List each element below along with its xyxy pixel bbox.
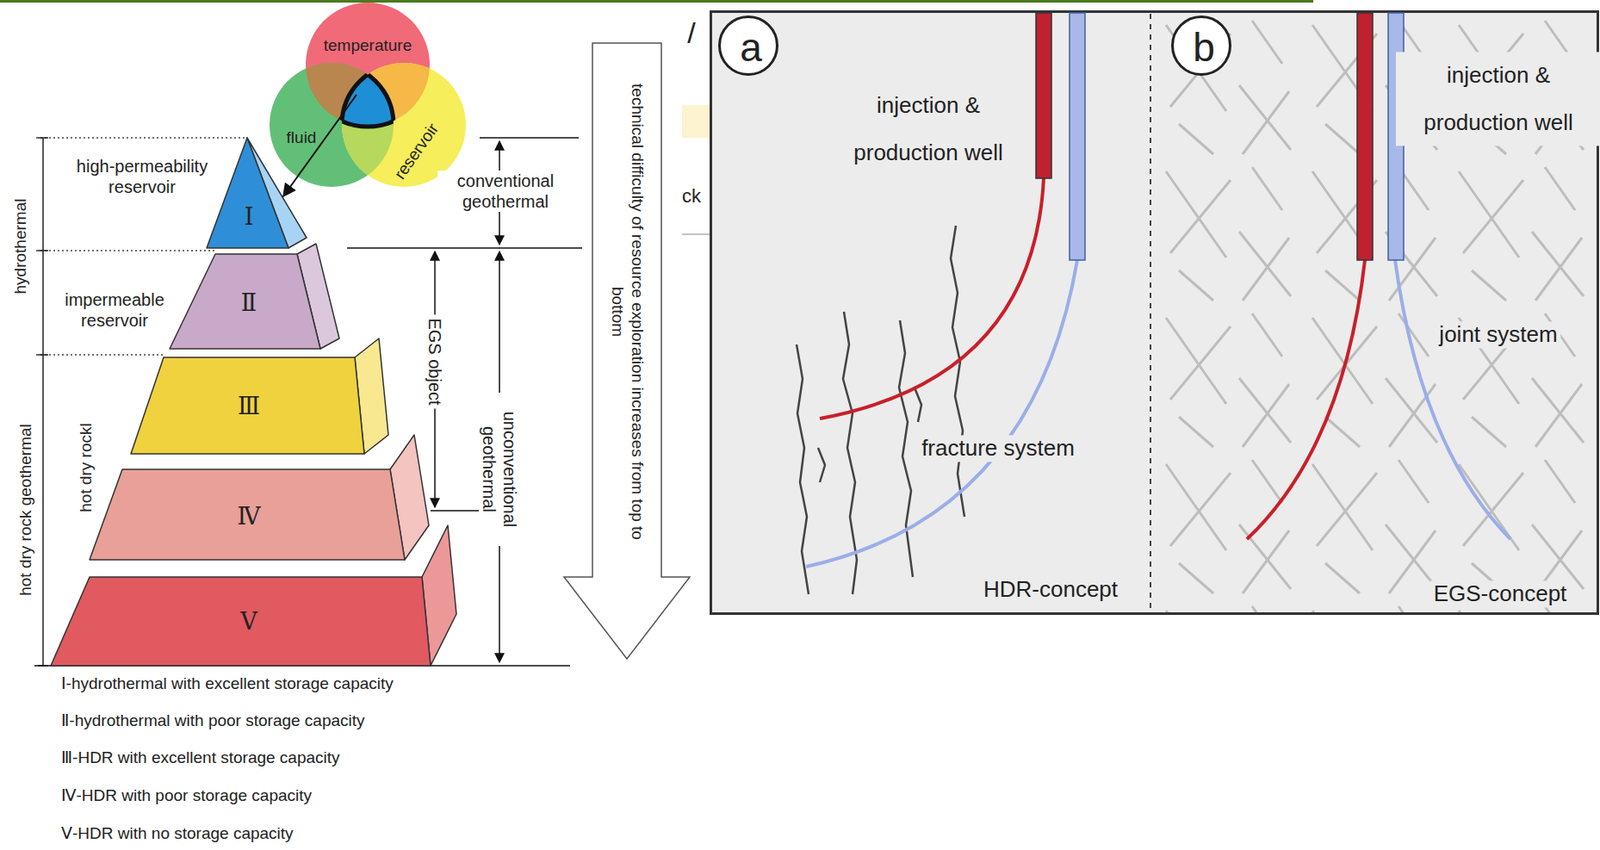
tier-shape [204,135,310,251]
right-brackets [34,137,583,666]
panel-letter: b [1171,15,1232,76]
node-label: injection & production well [829,81,1028,176]
annotation-label: conventional geothermal [437,170,574,212]
difficulty-arrow [564,43,690,659]
cropped-border [0,0,1314,3]
node-label: reservoir [390,119,443,184]
fracture-lines [796,225,965,595]
legend-line: Ⅱ-hydrothermal with poor storage capacit… [61,711,366,732]
node-label: Ⅲ [237,392,261,421]
node-label: Ⅴ [240,607,258,636]
annotation-label: ck [682,185,701,208]
venn-diagram [269,2,466,197]
pyramid-tier: Ⅴ [48,522,459,669]
annotation-label: impermeable reservoir [49,289,180,331]
node-label: joint system [1435,321,1561,348]
pyramid-tier: Ⅱ [167,241,342,352]
venn-circle: reservoir [341,62,466,187]
legend-line: Ⅳ-HDR with poor storage capacity [61,786,312,807]
node-label: Ⅱ [241,289,257,317]
legend-line: Ⅴ-HDR with no storage capacity [61,824,294,844]
venn-circle: temperature [305,2,430,127]
legend-line: Ⅲ-HDR with excellent storage capacity [61,748,341,769]
node-label: temperature [323,36,412,56]
node-label: fracture system [917,434,1079,462]
annotation-label: / [687,15,695,51]
annotation-label: unconventional geothermal [478,392,521,546]
panel-divider [1149,13,1152,612]
node-label: HDR-concept [983,576,1118,603]
annotation-label: high-permeability reservoir [49,155,236,198]
venn-circle: fluid [269,62,394,187]
annotation-label: hot dry rockl [76,422,97,512]
concept-panel: injection & production well fracture syst… [711,12,1149,614]
annotation-label: hot dry rock geothermal [16,423,37,596]
node-label: injection & production well [1395,51,1600,146]
tier-shape [48,522,459,669]
node-label: Ⅰ [244,203,255,231]
node-label: Ⅳ [237,502,261,531]
annotation-label: EGS object [424,314,446,409]
concept-panel: injection & production well joint systemE… [1152,12,1597,614]
panel-letter-text: b [1192,24,1216,72]
annotation-label: hydrothermal [11,198,32,295]
legend-line: Ⅰ-hydrothermal with excellent storage ca… [61,674,394,695]
pyramid-tier: Ⅰ [204,135,310,251]
annotation-label: technical difficulty of resource explora… [607,57,647,566]
node-label: EGS-concept [1430,580,1571,608]
pyramid-tier: Ⅳ [86,432,432,563]
panel-letter-text: a [739,24,763,72]
node-label: fluid [286,128,317,149]
tier-shape [86,432,432,563]
panel-letter: a [718,15,779,76]
pyramid-tier: Ⅲ [128,335,391,457]
left-bracket [37,137,49,666]
